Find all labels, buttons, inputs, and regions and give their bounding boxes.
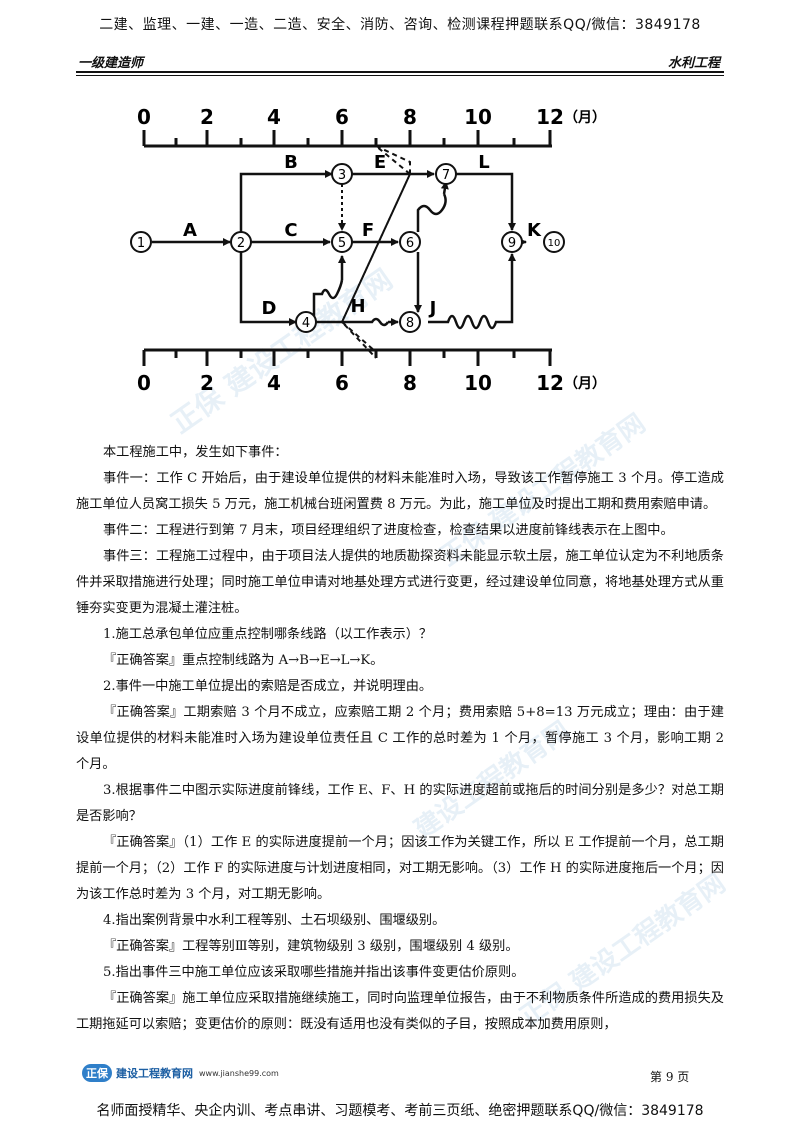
tick-label: 2: [200, 105, 214, 129]
activity-F: F: [362, 220, 374, 241]
top-banner: 二建、监理、一建、一造、二造、安全、消防、咨询、检测课程押题联系QQ/微信：38…: [99, 17, 701, 33]
tick-label: 6: [335, 371, 349, 395]
activity-A: A: [183, 220, 197, 241]
tick-label: 12: [536, 371, 564, 395]
node-10: 10: [548, 238, 561, 249]
question: 4.指出案例背景中水利工程等别、土石坝级别、围堰级别。: [103, 913, 446, 928]
node-9: 9: [508, 236, 516, 251]
paragraph: 事件一：工作 C 开始后，由于建设单位提供的材料未能准时入场，导致该工作暂停施工…: [76, 471, 724, 512]
footer-logo: 正保 建设工程教育网 www.jianshe99.com: [82, 1064, 279, 1082]
network-diagram: 0 2 4 6 8 10 12 （月）: [130, 105, 606, 395]
paragraph: 事件二：工程进行到第 7 月末，项目经理组织了进度检查，检查结果以进度前锋线表示…: [103, 523, 674, 538]
node-6: 6: [406, 236, 414, 251]
node-1: 1: [137, 236, 145, 251]
bottom-banner: 名师面授精华、央企内训、考点串讲、习题模考、考前三页纸、绝密押题联系QQ/微信：…: [96, 1103, 704, 1119]
answer: 『正确答案』（1）工作 E 的实际进度提前一个月；因该工作为关键工作，所以 E …: [76, 835, 724, 902]
node-3: 3: [338, 168, 346, 183]
activity-B: B: [284, 152, 298, 173]
activity-J: J: [428, 298, 437, 319]
question: 5.指出事件三中施工单位应该采取哪些措施并指出该事件变更估价原则。: [103, 965, 525, 980]
tick-label: 10: [464, 371, 492, 395]
activity-D: D: [262, 298, 277, 319]
tick-label: 0: [137, 371, 151, 395]
header-rule-thin: [76, 75, 724, 76]
tick-label: 4: [267, 105, 281, 129]
activity-L: L: [478, 152, 489, 173]
node-4: 4: [302, 316, 310, 331]
activity-C: C: [284, 220, 297, 241]
node-5: 5: [338, 236, 346, 251]
logo-mark: 正保: [82, 1064, 112, 1082]
header-right: 水利工程: [667, 56, 720, 71]
paragraph: 本工程施工中，发生如下事件：: [103, 445, 288, 460]
activity-K: K: [527, 220, 542, 241]
unit-label: （月）: [564, 376, 606, 392]
node-8: 8: [406, 316, 414, 331]
node-2: 2: [237, 236, 245, 251]
document-body: 本工程施工中，发生如下事件： 事件一：工作 C 开始后，由于建设单位提供的材料未…: [76, 440, 724, 1038]
paragraph: 事件三：工程施工过程中，由于项目法人提供的地质勘探资料未能显示软土层，施工单位认…: [76, 549, 724, 616]
logo-url: www.jianshe99.com: [199, 1068, 279, 1078]
tick-label: 12: [536, 105, 564, 129]
answer: 『正确答案』施工单位应采取措施继续施工，同时向监理单位报告，由于不利物质条件所造…: [76, 991, 724, 1032]
tick-label: 8: [403, 105, 417, 129]
header-rule: [76, 71, 724, 73]
tick-label: 0: [137, 105, 151, 129]
answer: 『正确答案』工程等别Ⅲ等别，建筑物级别 3 级别，围堰级别 4 级别。: [103, 939, 519, 954]
question: 3.根据事件二中图示实际进度前锋线，工作 E、F、H 的实际进度超前或拖后的时间…: [76, 783, 724, 824]
question: 1.施工总承包单位应重点控制哪条线路（以工作表示）？: [103, 627, 433, 642]
answer: 『正确答案』重点控制线路为 A→B→E→L→K。: [103, 653, 384, 668]
tick-label: 8: [403, 371, 417, 395]
logo-text: 建设工程教育网: [116, 1067, 193, 1080]
header-left: 一级建造师: [78, 56, 144, 71]
activity-E: E: [374, 152, 386, 173]
tick-label: 2: [200, 371, 214, 395]
tick-label: 6: [335, 105, 349, 129]
question: 2.事件一中施工单位提出的索赔是否成立，并说明理由。: [103, 679, 433, 694]
tick-label: 4: [267, 371, 281, 395]
tick-label: 10: [464, 105, 492, 129]
answer: 『正确答案』工期索赔 3 个月不成立，应索赔工期 2 个月；费用索赔 5+8=1…: [76, 705, 724, 772]
node-7: 7: [442, 168, 450, 183]
page-number: 第 9 页: [650, 1070, 690, 1084]
activity-H: H: [350, 296, 365, 317]
unit-label: （月）: [564, 110, 606, 126]
